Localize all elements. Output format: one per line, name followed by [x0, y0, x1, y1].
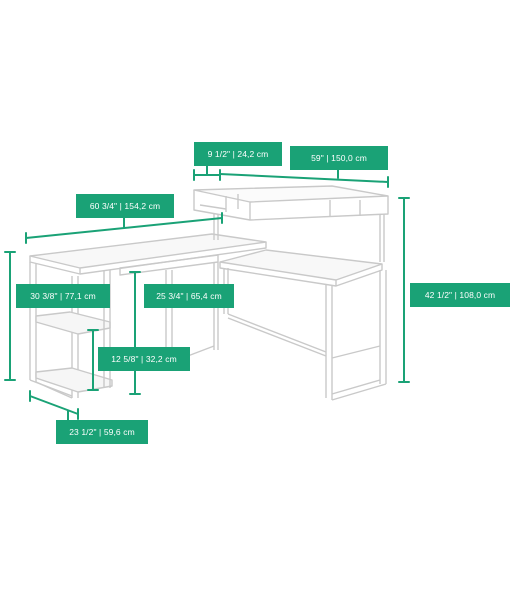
shelf-height-label: 12 5/8" | 32,2 cm: [98, 347, 190, 371]
knee-height-label: 25 3/4" | 65,4 cm: [144, 284, 234, 308]
side-depth-line: [29, 395, 79, 415]
desk-width-label: 60 3/4" | 154,2 cm: [76, 194, 174, 218]
hutch-width-label: 59" | 150,0 cm: [290, 146, 388, 170]
overall-height-label: 42 1/2" | 108,0 cm: [410, 283, 510, 307]
desk-outline: [29, 185, 389, 401]
hutch-width-line: [219, 173, 389, 183]
side-depth-label: 23 1/2" | 59,6 cm: [56, 420, 148, 444]
hutch-depth-label: 9 1/2" | 24,2 cm: [194, 142, 282, 166]
dimension-lines: [4, 165, 410, 423]
desk-height-label: 30 3/8" | 77,1 cm: [16, 284, 110, 308]
